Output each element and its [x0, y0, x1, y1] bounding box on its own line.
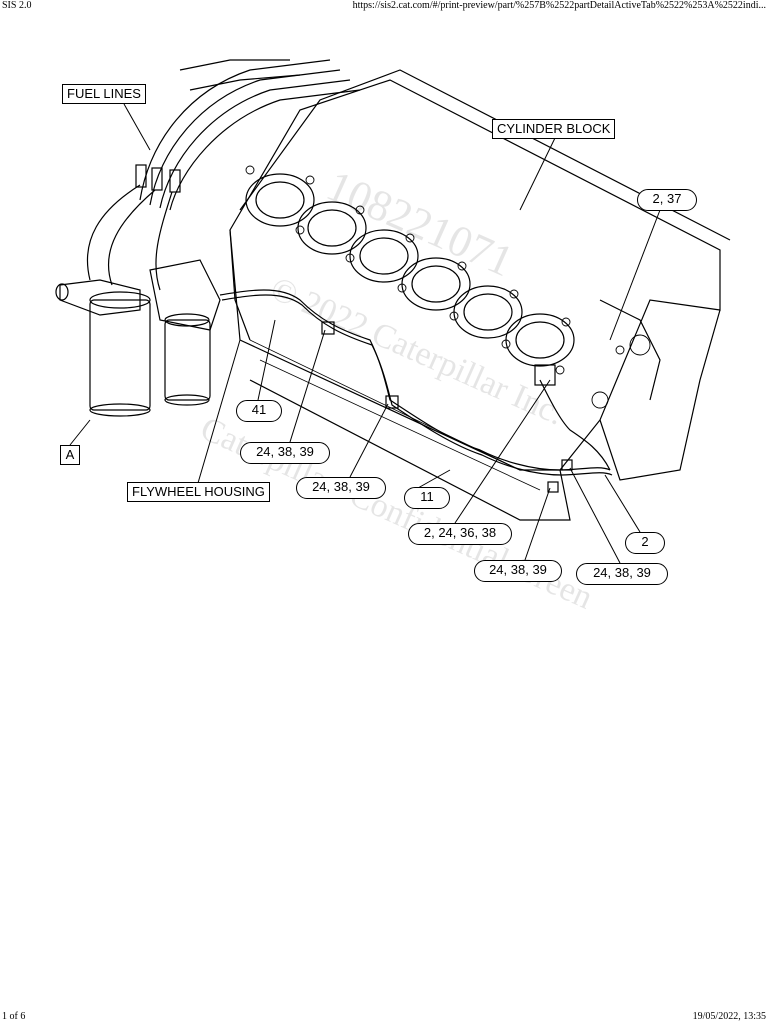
- label-fuel-lines: FUEL LINES: [62, 84, 146, 104]
- callout-24-38-39-c: 24, 38, 39: [474, 560, 562, 582]
- fuel-lines-drawing: [86, 59, 361, 291]
- callout-24-38-39-d: 24, 38, 39: [576, 563, 668, 585]
- wiring-harness-drawing: [219, 289, 613, 493]
- leader-lines: [69, 103, 661, 564]
- callout-24-38-39-b: 24, 38, 39: [296, 477, 386, 499]
- print-timestamp: 19/05/2022, 13:35: [692, 1011, 766, 1022]
- label-view-a: A: [60, 445, 80, 465]
- callout-2-37: 2, 37: [637, 189, 697, 211]
- label-flywheel-housing: FLYWHEEL HOUSING: [127, 482, 270, 502]
- cylinder-block-drawing: [229, 69, 731, 521]
- callout-2-24-36-38: 2, 24, 36, 38: [408, 523, 512, 545]
- page-url: https://sis2.cat.com/#/print-preview/par…: [352, 0, 766, 11]
- page-title: SIS 2.0: [2, 0, 32, 11]
- page-number: 1 of 6: [2, 1011, 26, 1022]
- label-cylinder-block: CYLINDER BLOCK: [492, 119, 616, 139]
- callout-24-38-39-a: 24, 38, 39: [240, 442, 330, 464]
- callout-11: 11: [404, 487, 450, 509]
- fuel-filters-drawing: [55, 259, 221, 417]
- callout-2: 2: [625, 532, 665, 554]
- callout-41: 41: [236, 400, 282, 422]
